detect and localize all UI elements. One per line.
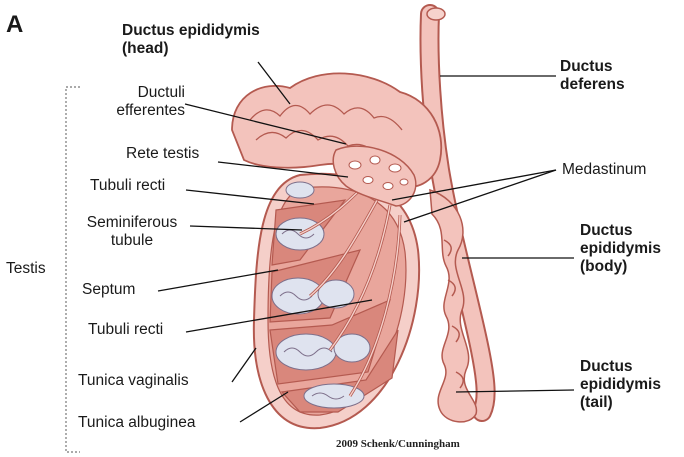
label-septum: Septum xyxy=(82,281,135,299)
label-tubuli-recti-upper: Tubuli recti xyxy=(90,177,165,195)
label-line: deferens xyxy=(560,76,625,94)
label-rete-testis: Rete testis xyxy=(126,145,199,163)
label-medastinum: Medastinum xyxy=(562,161,646,179)
label-tunica-vaginalis: Tunica vaginalis xyxy=(78,372,189,390)
image-credit: 2009 Schenk/Cunningham xyxy=(336,438,460,450)
label-ductus-epididymis-body: Ductus epididymis (body) xyxy=(580,222,661,276)
label-ductus-deferens: Ductus deferens xyxy=(560,58,625,94)
label-line: epididymis xyxy=(580,376,661,394)
label-line: (head) xyxy=(122,40,260,58)
label-line: (tail) xyxy=(580,394,661,412)
label-tubuli-recti-lower: Tubuli recti xyxy=(88,321,163,339)
label-line: (body) xyxy=(580,258,661,276)
label-line: Ductus epididymis xyxy=(122,22,260,40)
label-seminiferous-tubule: Seminiferous tubule xyxy=(72,214,192,250)
label-line: tubule xyxy=(72,232,192,250)
label-tunica-albuginea: Tunica albuginea xyxy=(78,414,195,432)
panel-letter: A xyxy=(6,12,23,38)
label-line: Seminiferous xyxy=(72,214,192,232)
testis-body xyxy=(254,174,419,428)
label-line: Ductus xyxy=(580,358,661,376)
label-line: Ductus xyxy=(560,58,625,76)
label-ductuli-efferentes: Ductuli efferentes xyxy=(90,84,185,120)
label-line: efferentes xyxy=(90,102,185,120)
label-line: epididymis xyxy=(580,240,661,258)
label-line: Ductuli xyxy=(90,84,185,102)
label-line: Ductus xyxy=(580,222,661,240)
testis-bracket xyxy=(66,87,80,452)
label-ductus-epididymis-head: Ductus epididymis (head) xyxy=(122,22,260,58)
label-testis: Testis xyxy=(6,260,46,278)
label-ductus-epididymis-tail: Ductus epididymis (tail) xyxy=(580,358,661,412)
